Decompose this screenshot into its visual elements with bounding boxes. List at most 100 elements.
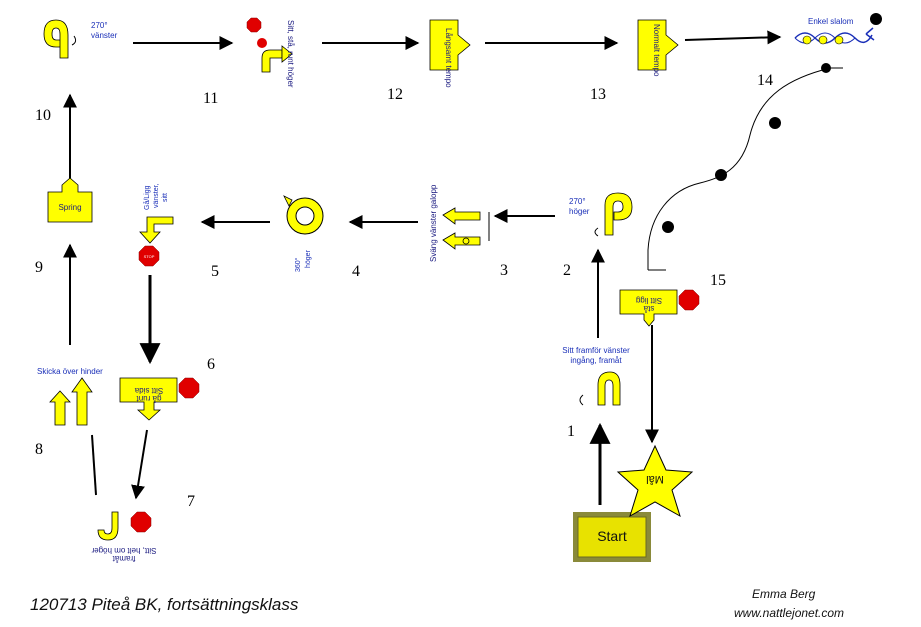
station-number-5: 5	[211, 263, 219, 280]
up-arrow-icon	[71, 377, 93, 426]
station-1-label-line1: Sitt framför vänster	[562, 346, 630, 355]
station-7-sign: Sitt, helt om höger framåt	[91, 511, 156, 563]
station-1-label-line2: ingång, framåt	[570, 356, 622, 365]
station-number-12: 12	[387, 86, 403, 103]
station-11-sign: Sitt, stå, runt höger	[246, 17, 295, 88]
run-sign-icon	[47, 177, 93, 223]
station-12-sign: Långsamt tempo	[429, 19, 471, 88]
cone-marker	[662, 221, 674, 233]
station-1-sign: Sitt framför vänster ingång, framåt	[562, 346, 630, 406]
station-4-label-line2: höger	[305, 249, 312, 268]
left-arrow-icon	[442, 232, 481, 250]
station-number-7: 7	[187, 493, 195, 510]
station-number-8: 8	[35, 441, 43, 458]
arrowhead-icon	[283, 195, 293, 207]
turn-270-right-icon	[604, 192, 633, 236]
station-3-label: Sväng vänster galopp	[429, 184, 438, 262]
station-9-label: Spring	[58, 203, 81, 212]
station-number-9: 9	[35, 259, 43, 276]
stop-dot-icon	[257, 38, 267, 48]
station-3-sign: Sväng vänster galopp	[429, 184, 490, 262]
stop-text: STOP	[144, 254, 155, 259]
station-8-label: Skicka över hinder	[37, 367, 103, 376]
stop-sign-icon	[246, 17, 262, 33]
station-15-label-line1: Sitt ligg	[636, 296, 662, 305]
curl-icon	[579, 394, 584, 406]
cone-marker	[821, 63, 831, 73]
cone-marker	[870, 13, 882, 25]
arrowhead-icon	[281, 45, 293, 63]
station-number-11: 11	[203, 90, 218, 107]
stop-sign-icon	[130, 511, 152, 533]
station-10-label-line2: vänster	[91, 31, 118, 40]
slalom-cone-icon	[834, 35, 844, 45]
station-13-label: Normalt tempo	[652, 24, 661, 77]
course-title: 120713 Piteå BK, fortsättningsklass	[30, 595, 299, 614]
up-arrow-icon	[49, 390, 71, 426]
slalom-cone-icon	[818, 35, 828, 45]
station-number-15: 15	[710, 272, 726, 289]
station-number-13: 13	[590, 86, 606, 103]
sit-side-sign-icon	[119, 377, 178, 421]
about-turn-icon	[97, 511, 119, 541]
curl-icon	[71, 35, 77, 46]
station-number-3: 3	[500, 262, 508, 279]
start-label: Start	[597, 528, 627, 544]
station-5-label-line3: sitt	[162, 193, 169, 202]
arrow-7-to-8	[91, 434, 97, 496]
website-link: www.nattlejonet.com	[734, 606, 844, 620]
station-number-6: 6	[207, 356, 215, 373]
turn-270-left-icon	[43, 19, 69, 59]
finish-label: Mål	[646, 473, 664, 485]
station-number-1: 1	[567, 423, 575, 440]
station-4-sign: 360° höger	[283, 195, 324, 272]
cone-marker	[715, 169, 727, 181]
station-6-label-line2: gå runt	[136, 394, 162, 403]
station-8-sign: Skicka över hinder	[37, 367, 103, 426]
l-turn-arrow-icon	[139, 216, 174, 244]
cone-marker	[769, 117, 781, 129]
author-name: Emma Berg	[752, 587, 816, 601]
station-number-4: 4	[352, 263, 360, 280]
arrowhead-icon	[865, 27, 875, 41]
station-5-label-line2: vänster,	[153, 183, 160, 208]
arrow-6-to-7	[131, 429, 148, 500]
station-9-sign: Spring	[47, 177, 93, 223]
station-7-label-line1: Sitt, helt om höger	[91, 546, 156, 555]
u-turn-arrow-icon	[597, 371, 621, 406]
station-14-label: Enkel slalom	[808, 17, 854, 26]
station-5-sign: Gå/Ligg vänster, sitt STOP	[138, 183, 174, 267]
station-number-14: 14	[757, 72, 773, 89]
station-2-sign: 270° höger	[569, 192, 633, 237]
station-14-sign: Enkel slalom	[794, 17, 875, 45]
station-15-label-line2: stå	[643, 304, 654, 313]
turn-360-inner	[295, 206, 315, 226]
station-number-2: 2	[563, 262, 571, 279]
stop-sign-icon	[178, 377, 200, 399]
finish-sign: Mål	[616, 444, 694, 518]
station-10-sign: 270° vänster	[43, 19, 118, 59]
station-13-sign: Normalt tempo	[637, 19, 679, 77]
course-path	[63, 13, 882, 505]
normal-pace-sign-icon	[637, 19, 679, 71]
curl-icon	[594, 227, 599, 237]
station-15-sign: Sitt ligg stå	[619, 289, 700, 327]
station-6-label-line1: Sitt sida	[134, 386, 163, 395]
circle-icon	[462, 237, 470, 245]
slow-pace-sign-icon	[429, 19, 471, 71]
station-11-label: Sitt, stå, runt höger	[286, 20, 295, 88]
stop-sign-icon	[678, 289, 700, 311]
station-6-sign: Sitt sida gå runt	[119, 377, 200, 421]
station-4-label-line1: 360°	[294, 257, 302, 272]
slalom-cone-icon	[802, 35, 812, 45]
station-5-label-line1: Gå/Ligg	[143, 185, 151, 210]
station-10-label-line1: 270°	[91, 21, 108, 30]
station-number-10: 10	[35, 107, 51, 124]
return-path-14-to-15	[647, 67, 831, 270]
sit-down-stand-sign-icon	[619, 289, 678, 327]
turn-arrow-icon	[261, 49, 283, 73]
station-numbers: 1 2 3 4 5 6 7 8 9 10 11 12 13 14 15	[35, 72, 773, 510]
start-sign: Start	[573, 512, 651, 562]
left-arrow-icon	[442, 207, 481, 225]
